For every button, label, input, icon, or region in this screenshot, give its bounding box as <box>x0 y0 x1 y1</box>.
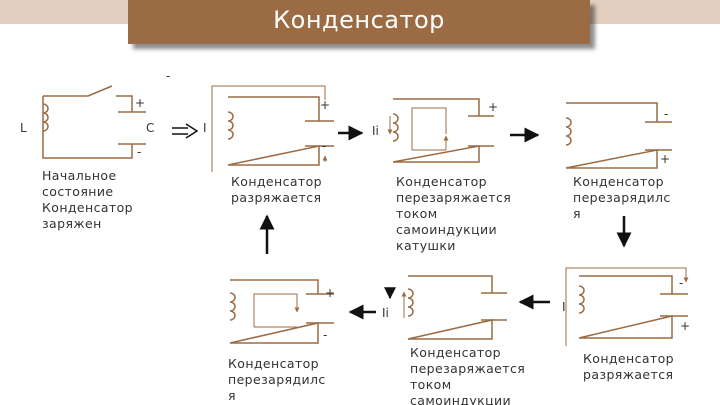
self-induction-current-label: Ii <box>382 306 389 320</box>
flow-arrows <box>172 123 632 320</box>
plus-label: + <box>320 98 331 112</box>
caption-discharging-bottom: Конденсатор разряжается <box>583 351 674 382</box>
circuit-initial <box>42 85 146 159</box>
page-title: Конденсатор <box>273 6 445 34</box>
coil-icon <box>229 292 236 321</box>
current-label: I <box>562 300 566 314</box>
current-loop-arrow <box>211 85 326 172</box>
circuit-recharged-top <box>565 102 672 169</box>
minus-label: - <box>137 145 142 159</box>
plus-label: + <box>660 152 671 166</box>
caption-recharged-bottom: Конденсатор перезарядилс я <box>228 356 326 403</box>
circuit-recharging-top <box>387 98 494 163</box>
coil-icon <box>42 103 49 132</box>
title-box: Конденсатор <box>128 0 590 44</box>
minus-label: - <box>664 107 669 121</box>
self-induction-current-label: Ii <box>372 124 379 138</box>
current-label: I <box>203 121 207 135</box>
arrow-hollow-right <box>172 123 199 139</box>
current-loop-arrow <box>565 267 689 346</box>
coil-icon <box>565 117 572 146</box>
coil-icon <box>578 285 585 314</box>
caption-discharging: Конденсатор разряжается <box>231 174 322 205</box>
coil-icon <box>227 111 234 140</box>
minus-label-top: - <box>166 69 171 83</box>
caption-recharging-bottom: Конденсатор перезаряжается током самоинд… <box>410 345 526 405</box>
circuit-recharged-bottom <box>229 279 334 344</box>
circuit-discharging-bottom <box>565 267 689 346</box>
minus-label: - <box>323 328 328 342</box>
minus-label: - <box>322 139 327 153</box>
minus-label: - <box>679 276 684 290</box>
caption-initial: Начальное состояние Конденсатор заряжен <box>42 168 133 231</box>
coil-icon <box>407 288 414 317</box>
plus-label: + <box>680 319 691 333</box>
caption-recharging: Конденсатор перезаряжается током самоинд… <box>396 174 512 253</box>
circuit-discharging <box>211 85 334 172</box>
circuit-recharging-bottom <box>401 275 507 340</box>
plus-label: + <box>488 100 499 114</box>
inductor-label: L <box>20 121 27 135</box>
plus-label: + <box>135 96 146 110</box>
coil-icon <box>392 113 399 142</box>
plus-label: + <box>325 286 336 300</box>
caption-recharged: Конденсатор перезарядилс я <box>573 174 671 221</box>
capacitor-label: C <box>146 121 155 135</box>
